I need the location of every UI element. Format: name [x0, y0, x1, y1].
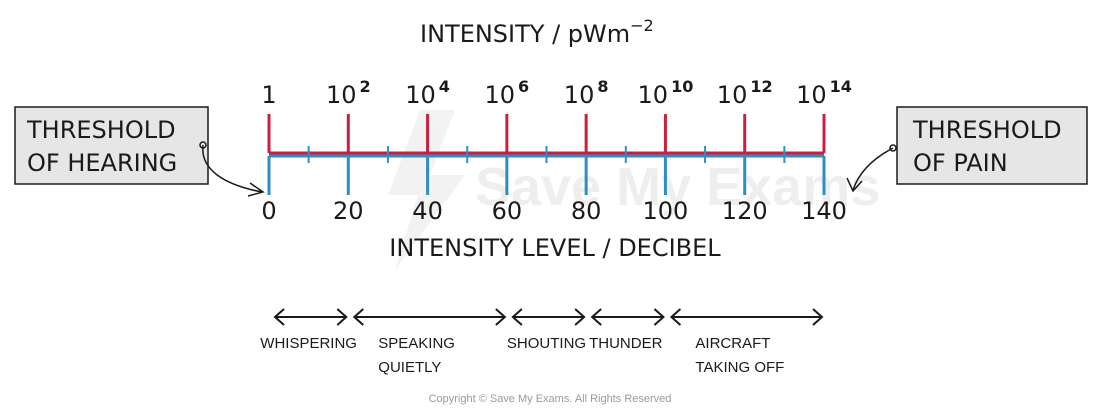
- arrowhead-left-icon: [669, 308, 682, 326]
- decibel-tick-label: 100: [643, 197, 689, 225]
- watermark-text: Save My Exams: [475, 157, 880, 217]
- arrowhead-left-icon: [590, 308, 602, 326]
- range-label: QUIETLY: [378, 359, 441, 376]
- arrowhead-icon: [846, 177, 863, 193]
- callout-pointer-arrow: [852, 147, 894, 191]
- range-arrow: [669, 308, 824, 326]
- range-label: SHOUTING: [507, 335, 586, 352]
- range-arrow: [352, 308, 507, 326]
- arrowhead-left-icon: [352, 308, 364, 326]
- decibel-tick-label: 60: [492, 197, 523, 225]
- threshold-of-hearing-line2: OF HEARING: [27, 149, 177, 177]
- threshold-of-pain-line1: THRESHOLD: [912, 116, 1062, 144]
- range-label: THUNDER: [589, 335, 662, 352]
- arrowhead-right-icon: [653, 308, 665, 326]
- bottom-axis-title: INTENSITY LEVEL / DECIBEL: [389, 234, 721, 262]
- decibel-tick-label: 80: [571, 197, 602, 225]
- decibel-tick-label: 20: [333, 197, 364, 225]
- decibel-tick-label: 140: [801, 197, 847, 225]
- range-label: TAKING OFF: [695, 359, 784, 376]
- arrowhead-right-icon: [336, 308, 348, 326]
- arrowhead-left-icon: [511, 308, 523, 326]
- arrowhead-icon: [247, 182, 265, 197]
- range-label: WHISPERING: [260, 335, 357, 352]
- threshold-of-pain-callout: THRESHOLD OF PAIN: [846, 106, 1088, 193]
- arrowhead-left-icon: [273, 308, 285, 326]
- threshold-of-hearing-box: [14, 106, 209, 185]
- decibel-tick-label: 40: [412, 197, 443, 225]
- threshold-of-pain-line2: OF PAIN: [913, 149, 1008, 177]
- range-arrow: [511, 308, 586, 326]
- threshold-of-hearing-line1: THRESHOLD: [26, 116, 176, 144]
- top-axis-title: INTENSITY / pWm−2: [420, 16, 654, 48]
- threshold-of-pain-box: [896, 106, 1088, 185]
- intensity-tick-label: 1: [261, 81, 276, 109]
- range-arrow: [273, 308, 348, 326]
- arrowhead-right-icon: [495, 308, 507, 326]
- decibel-tick-label: 0: [261, 197, 276, 225]
- decibel-tick-label: 120: [722, 197, 768, 225]
- range-label: SPEAKING: [378, 335, 455, 352]
- copyright-notice: Copyright © Save My Exams. All Rights Re…: [429, 393, 672, 405]
- range-label: AIRCRAFT: [695, 335, 770, 352]
- arrowhead-right-icon: [574, 308, 586, 326]
- callout-anchor-dot: [889, 144, 897, 152]
- arrowhead-right-icon: [812, 308, 824, 326]
- threshold-of-hearing-callout: THRESHOLD OF HEARING: [14, 106, 265, 197]
- range-arrow: [590, 308, 665, 326]
- callout-pointer-arrow: [202, 144, 263, 193]
